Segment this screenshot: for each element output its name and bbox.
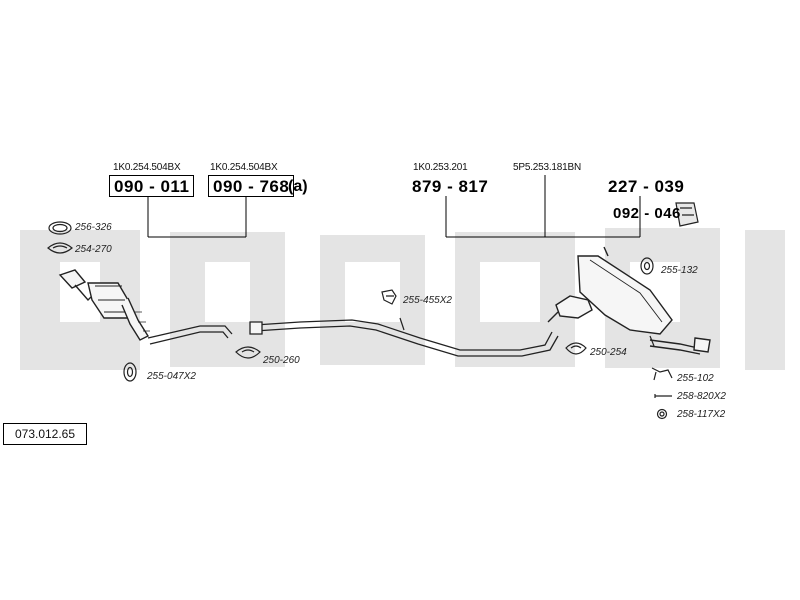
mounting-kit-icon [675,202,699,227]
accessory-label: 254-270 [75,244,112,255]
bolt-icon [654,394,672,398]
accessory-label: 250-254 [590,347,627,358]
accessory-label: 255-047X2 [147,371,196,382]
clamp-rear-icon [565,342,587,355]
oem-number: 5P5.253.181BN [513,162,582,173]
part-number: 090 - 011 [109,175,195,197]
front-pipe [147,325,233,345]
diagram-reference-code: 073.012.65 [3,423,87,445]
clamp-center-icon [235,346,261,359]
middle-pipe [249,319,559,357]
part-number: 090 - 768 [208,175,295,197]
part-number-suffix: (a) [288,178,308,195]
accessory-label: 250-260 [263,355,300,366]
accessory-label: 258-820X2 [677,391,726,402]
accessory-label: 255-455X2 [403,295,452,306]
rubber-mount-1-icon [381,289,397,305]
rubber-ring-icon [123,362,137,382]
clamp-front-icon [47,242,73,254]
oem-number: 1K0.253.201 [413,162,468,173]
accessory-label: 256-326 [75,222,112,233]
oem-number: 1K0.254.504BX [210,162,278,173]
rubber-mount-2-icon [640,257,654,275]
gasket-ring-icon [48,221,72,235]
accessory-label: 258-117X2 [677,409,726,420]
hanger-icon [651,367,673,381]
part-number: 092 - 046 [613,205,681,222]
accessory-label: 255-132 [661,265,698,276]
oem-number: 1K0.254.504BX [113,162,181,173]
part-number: 879 - 817 [412,177,489,196]
part-number: 227 - 039 [608,177,685,196]
leader-lines [147,175,641,238]
accessory-label: 255-102 [677,373,714,384]
catalytic-converter [58,269,150,341]
nut-icon [656,408,668,420]
rear-silencer [547,246,711,355]
